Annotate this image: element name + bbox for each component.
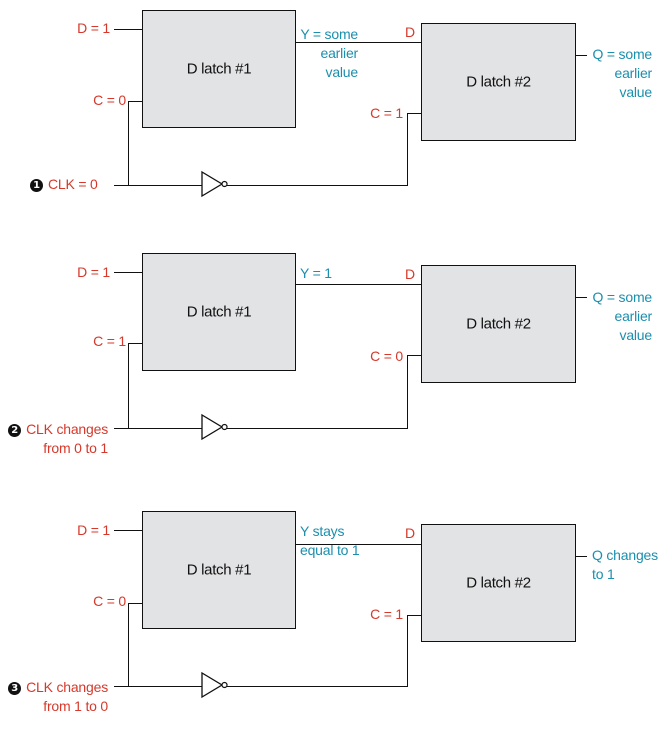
latch2-c-input-label: C = 1: [370, 105, 403, 121]
d-input-wire: [114, 29, 142, 31]
y-output-line-3: value: [325, 64, 359, 80]
inverter-output-wire: [227, 184, 408, 186]
y-output-line-2: earlier: [320, 45, 358, 61]
d-latch-2: D latch #2: [421, 524, 576, 642]
clk-to-c1-wire: [128, 343, 130, 428]
latch2-c-input-label: C = 0: [370, 348, 403, 364]
clk-label: 2 CLK changes from 0 to 1: [8, 420, 108, 458]
c2-input-wire: [407, 615, 421, 617]
q-output-wire: [576, 297, 587, 299]
clk-label-line-2: from 0 to 1: [43, 440, 108, 456]
q-output-wire: [576, 556, 587, 558]
inverter-to-c2-wire: [407, 113, 409, 185]
clk-input-wire: [114, 184, 202, 186]
y-output-label: Y = 1: [300, 264, 332, 283]
y-output-line-1: Y = some: [300, 26, 358, 42]
latch1-d-input-label: D = 1: [77, 20, 110, 36]
step-number-badge: 2: [8, 424, 22, 437]
clk-input-wire: [114, 685, 202, 687]
d-input-wire: [114, 272, 142, 274]
d-latch-2-title: D latch #2: [466, 574, 531, 592]
q-output-line-2: earlier: [614, 65, 652, 81]
y-output-label: Y = some earlier value: [300, 25, 358, 82]
clk-input-wire: [114, 427, 202, 429]
q-output-label: Q changes to 1: [592, 546, 658, 584]
q-output-line-2: earlier: [614, 308, 652, 324]
c2-input-wire: [407, 355, 421, 357]
panel-step-1: D latch #1 D latch #2 D = 1 C = 0 1 CLK =…: [0, 0, 663, 240]
q-output-line-3: value: [619, 327, 653, 343]
step-number-badge: 1: [30, 179, 43, 192]
latch1-c-input-label: C = 1: [93, 333, 126, 349]
c1-input-wire: [128, 603, 142, 605]
inverter-output-wire: [227, 427, 408, 429]
clk-label: 1 CLK = 0: [30, 175, 98, 194]
y-to-d2-wire: [296, 42, 421, 44]
inverter-to-c2-wire: [407, 355, 409, 428]
q-output-line-3: value: [619, 84, 653, 100]
d-latch-2-title: D latch #2: [466, 315, 531, 333]
c2-input-wire: [407, 113, 421, 115]
d-latch-1: D latch #1: [142, 10, 296, 128]
d-input-wire: [114, 530, 142, 532]
latch2-c-input-label: C = 1: [370, 606, 403, 622]
clk-label-line-1: CLK changes: [26, 679, 108, 695]
d-latch-1: D latch #1: [142, 253, 296, 371]
latch2-d-input-label: D: [405, 525, 415, 541]
clk-label-line-1: CLK changes: [26, 421, 108, 437]
latch1-d-input-label: D = 1: [77, 264, 110, 280]
d-latch-1-title: D latch #1: [186, 303, 252, 321]
latch1-d-input-label: D = 1: [77, 522, 110, 538]
y-output-line-1: Y = 1: [300, 265, 332, 281]
inverter-gate-icon: [201, 413, 228, 441]
d-latch-1-title: D latch #1: [186, 60, 252, 78]
inverter-gate-icon: [201, 170, 228, 198]
clk-label-line-1: CLK = 0: [48, 176, 98, 192]
q-output-label: Q = some earlier value: [588, 288, 653, 345]
q-output-wire: [576, 55, 587, 57]
y-to-d2-wire: [296, 284, 421, 286]
d-latch-1-title: D latch #1: [186, 561, 252, 579]
latch2-d-input-label: D: [405, 266, 415, 282]
d-latch-2: D latch #2: [421, 265, 576, 383]
d-latch-2: D latch #2: [421, 23, 576, 141]
c1-input-wire: [128, 343, 142, 345]
y-output-line-1: Y stays: [300, 523, 345, 539]
clk-label-line-2: from 1 to 0: [43, 698, 108, 714]
step-number-badge: 3: [8, 682, 22, 695]
q-output-line-1: Q = some: [592, 289, 653, 305]
d-latch-2-title: D latch #2: [466, 73, 531, 91]
c1-input-wire: [128, 101, 142, 103]
y-output-line-2: equal to 1: [300, 542, 360, 558]
q-output-line-2: to 1: [592, 566, 615, 582]
q-output-line-1: Q = some: [592, 46, 653, 62]
q-output-line-1: Q changes: [592, 547, 658, 563]
d-latch-1: D latch #1: [142, 511, 296, 629]
q-output-label: Q = some earlier value: [588, 45, 653, 102]
y-to-d2-wire: [296, 544, 421, 546]
clk-to-c1-wire: [128, 101, 130, 185]
clk-to-c1-wire: [128, 603, 130, 686]
panel-step-3: D latch #1 D latch #2 D = 1 C = 0 3 CLK c…: [0, 501, 663, 741]
panel-step-2: D latch #1 D latch #2 D = 1 C = 1 2 CLK c…: [0, 243, 663, 483]
latch2-d-input-label: D: [405, 24, 415, 40]
inverter-output-wire: [227, 685, 408, 687]
inverter-gate-icon: [201, 671, 228, 699]
latch1-c-input-label: C = 0: [93, 593, 126, 609]
y-output-label: Y stays equal to 1: [300, 522, 360, 560]
clk-label: 3 CLK changes from 1 to 0: [8, 678, 108, 716]
latch1-c-input-label: C = 0: [93, 92, 126, 108]
inverter-to-c2-wire: [407, 615, 409, 686]
